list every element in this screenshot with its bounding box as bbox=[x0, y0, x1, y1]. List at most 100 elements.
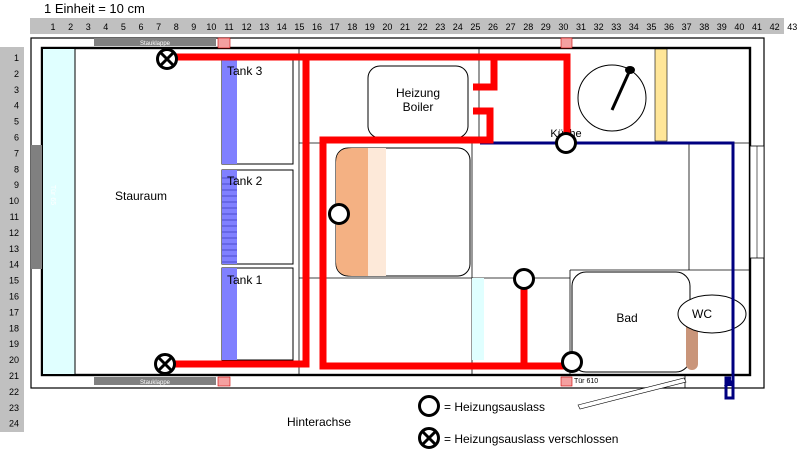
ruler-row-label: 14 bbox=[9, 260, 19, 270]
ruler-row-label: 17 bbox=[9, 307, 19, 317]
bench-seat bbox=[368, 148, 386, 276]
ruler-row-label: 18 bbox=[9, 323, 19, 333]
ruler-col-label: 14 bbox=[277, 22, 287, 32]
ruler-col-label: 33 bbox=[611, 22, 621, 32]
ruler-row-label: 8 bbox=[14, 164, 19, 174]
ruler-row-label: 15 bbox=[9, 276, 19, 286]
ruler-col-label: 38 bbox=[699, 22, 709, 32]
ruler-col-label: 39 bbox=[717, 22, 727, 32]
ruler-col-label: 25 bbox=[470, 22, 480, 32]
stauklappe-bottom-label: Stauklappe bbox=[140, 380, 171, 386]
ruler-row-label: 19 bbox=[9, 339, 19, 349]
tank-1-label: Tank 1 bbox=[227, 273, 263, 287]
side-door-label: Tür 65 bbox=[49, 185, 56, 205]
rear-axle-label: Hinterachse bbox=[287, 415, 351, 429]
ruler-col-label: 34 bbox=[629, 22, 639, 32]
ruler-col-label: 27 bbox=[506, 22, 516, 32]
tank-2-fill bbox=[222, 170, 237, 264]
ruler-row-label: 21 bbox=[9, 371, 19, 381]
tank-1-fill bbox=[222, 268, 237, 360]
heating-label-2: Boiler bbox=[403, 100, 434, 114]
ruler-col-label: 43 bbox=[787, 22, 797, 32]
ruler-row-label: 10 bbox=[9, 196, 19, 206]
ruler-col-label: 30 bbox=[558, 22, 568, 32]
legend: = Heizungsauslass = Heizungsauslass vers… bbox=[418, 395, 618, 449]
ruler-row-label: 3 bbox=[14, 85, 19, 95]
stauklappe-bottom bbox=[94, 377, 216, 385]
ruler-col-label: 9 bbox=[191, 22, 196, 32]
ruler-col-label: 13 bbox=[259, 22, 269, 32]
ruler-col-label: 23 bbox=[435, 22, 445, 32]
ruler-row-label: 24 bbox=[9, 419, 19, 429]
ruler-row-label: 5 bbox=[14, 117, 19, 127]
bottom-door-label: Tür 610 bbox=[574, 378, 598, 385]
ruler-top bbox=[30, 18, 784, 34]
ruler-col-label: 16 bbox=[312, 22, 322, 32]
marker-bottom-2 bbox=[560, 376, 573, 387]
legend-closed-icon bbox=[418, 427, 440, 449]
water-line bbox=[480, 141, 735, 400]
ruler-col-label: 2 bbox=[68, 22, 73, 32]
stauklappe-top-label: Stauklappe bbox=[140, 41, 171, 47]
bench-backrest bbox=[336, 148, 368, 276]
ruler-col-label: 24 bbox=[453, 22, 463, 32]
pipe-boiler-in bbox=[473, 57, 498, 91]
ruler-col-label: 42 bbox=[770, 22, 780, 32]
marker-bottom-1 bbox=[217, 376, 231, 387]
ruler-col-label: 19 bbox=[365, 22, 375, 32]
pipe-loop bbox=[319, 107, 572, 370]
ruler-col-label: 37 bbox=[682, 22, 692, 32]
ruler-col-label: 3 bbox=[86, 22, 91, 32]
ruler-row-label: 12 bbox=[9, 228, 19, 238]
ruler-col-label: 4 bbox=[103, 22, 108, 32]
legend-open-icon bbox=[418, 395, 440, 417]
water-line-arrow bbox=[724, 376, 734, 386]
ruler-col-label: 35 bbox=[646, 22, 656, 32]
ruler-col-label: 36 bbox=[664, 22, 674, 32]
unit-label: 1 Einheit = 10 cm bbox=[44, 1, 145, 16]
outlet-kitchen bbox=[555, 132, 577, 154]
sink bbox=[577, 64, 647, 132]
legend-closed-label: = Heizungsauslass verschlossen bbox=[444, 432, 618, 446]
ruler-col-label: 20 bbox=[382, 22, 392, 32]
ruler-row-label: 22 bbox=[9, 387, 19, 397]
legend-open-label: = Heizungsauslass bbox=[444, 400, 545, 414]
toilet bbox=[677, 294, 747, 334]
front-strip bbox=[43, 49, 75, 374]
ruler-col-label: 11 bbox=[224, 22, 233, 32]
kitchen-strip bbox=[654, 48, 668, 142]
pipe-top bbox=[168, 53, 571, 142]
ruler-col-label: 26 bbox=[488, 22, 498, 32]
outlet-closed-bottom bbox=[154, 353, 176, 375]
ruler-row-label: 7 bbox=[14, 148, 19, 158]
ruler-col-label: 15 bbox=[294, 22, 304, 32]
marker-top-1 bbox=[217, 37, 231, 49]
aisle-strip bbox=[472, 278, 484, 360]
faucet-head bbox=[625, 66, 635, 74]
ruler-col-label: 7 bbox=[156, 22, 161, 32]
ruler-row-label: 16 bbox=[9, 292, 19, 302]
faucet bbox=[610, 69, 632, 111]
tank-3-label: Tank 3 bbox=[227, 64, 263, 78]
ruler-row-label: 11 bbox=[10, 212, 19, 222]
ruler-col-label: 31 bbox=[576, 22, 586, 32]
ruler-row-label: 4 bbox=[14, 101, 19, 111]
door-swing-2 bbox=[577, 377, 687, 410]
ruler-row-label: 20 bbox=[9, 355, 19, 365]
ruler-col-label: 6 bbox=[138, 22, 143, 32]
ruler-row-label: 23 bbox=[9, 403, 19, 413]
ruler-col-label: 28 bbox=[523, 22, 533, 32]
ruler-row-label: 2 bbox=[14, 69, 19, 79]
pipe-left bbox=[168, 57, 310, 368]
outlets bbox=[154, 48, 583, 375]
ruler-col-label: 18 bbox=[347, 22, 357, 32]
outlet-closed-top bbox=[156, 48, 178, 70]
ruler-col-label: 5 bbox=[121, 22, 126, 32]
ruler-col-label: 29 bbox=[541, 22, 551, 32]
ruler-col-label: 10 bbox=[206, 22, 216, 32]
side-door bbox=[31, 145, 42, 269]
stauraum-label: Stauraum bbox=[115, 189, 167, 203]
bathroom-label: Bad bbox=[616, 311, 637, 325]
ruler-left bbox=[0, 47, 24, 432]
